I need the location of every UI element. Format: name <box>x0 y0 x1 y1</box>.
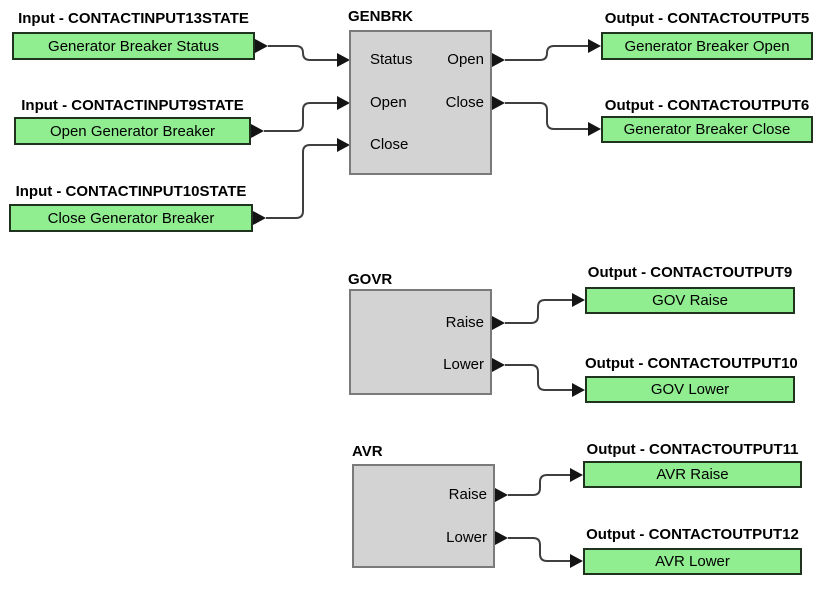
input-node-box[interactable]: Generator Breaker Status <box>12 32 255 60</box>
output-node-label: Generator Breaker Close <box>623 121 791 138</box>
input-node-label: Close Generator Breaker <box>47 209 215 227</box>
arrowhead-icon <box>492 96 505 110</box>
output-node-box[interactable]: Generator Breaker Close <box>601 116 813 143</box>
output-node-label: Generator Breaker Open <box>624 37 790 55</box>
arrowhead-icon <box>588 122 601 136</box>
input-node-title: Input - CONTACTINPUT13STATE <box>18 10 249 27</box>
input-node-title: Input - CONTACTINPUT10STATE <box>15 183 247 200</box>
arrowhead-icon <box>588 39 601 53</box>
output-node-label: AVR Raise <box>656 466 729 483</box>
port-label: Close <box>445 94 484 111</box>
output-node-box[interactable]: GOV Lower <box>585 376 795 403</box>
output-node-title: Output - CONTACTOUTPUT11 <box>586 441 799 458</box>
logic-block-govr[interactable]: Raise Lower <box>349 289 492 395</box>
arrowhead-icon <box>572 383 585 397</box>
output-node-label: GOV Lower <box>650 381 730 398</box>
block-title-genbrk: GENBRK <box>348 8 414 25</box>
port-label: Open <box>370 94 407 111</box>
output-node-title: Output - CONTACTOUTPUT12 <box>586 526 799 543</box>
arrowhead-icon <box>253 211 266 225</box>
output-node-box[interactable]: AVR Raise <box>583 461 802 488</box>
output-node-box[interactable]: AVR Lower <box>583 548 802 575</box>
arrowhead-icon <box>570 468 583 482</box>
input-node-box[interactable]: Close Generator Breaker <box>9 204 253 232</box>
output-node-box[interactable]: Generator Breaker Open <box>601 32 813 60</box>
wire[interactable] <box>508 474 570 496</box>
logic-block-avr[interactable]: Raise Lower <box>352 464 495 568</box>
wire[interactable] <box>505 45 588 61</box>
arrowhead-icon <box>570 554 583 568</box>
arrowhead-icon <box>495 488 508 502</box>
arrowhead-icon <box>337 96 350 110</box>
output-node-title: Output - CONTACTOUTPUT5 <box>604 10 810 27</box>
wire[interactable] <box>266 144 337 219</box>
input-node-title: Input - CONTACTINPUT9STATE <box>21 97 244 114</box>
arrowhead-icon <box>492 358 505 372</box>
wire[interactable] <box>505 364 572 391</box>
input-node-label: Open Generator Breaker <box>49 122 216 140</box>
arrowhead-icon <box>572 293 585 307</box>
arrowhead-icon <box>337 53 350 67</box>
block-title-avr: AVR <box>352 443 383 460</box>
output-node-title: Output - CONTACTOUTPUT9 <box>587 264 793 281</box>
block-title-govr: GOVR <box>348 271 393 288</box>
logic-block-genbrk[interactable]: Status Open Close Open Close <box>349 30 492 175</box>
arrowhead-icon <box>337 138 350 152</box>
arrowhead-icon <box>495 531 508 545</box>
input-node-box[interactable]: Open Generator Breaker <box>14 117 251 145</box>
arrowhead-icon <box>251 124 264 138</box>
port-label: Lower <box>443 356 484 373</box>
port-label: Lower <box>446 529 487 546</box>
port-label: Close <box>370 136 409 153</box>
output-node-box[interactable]: GOV Raise <box>585 287 795 314</box>
arrowhead-icon <box>492 316 505 330</box>
input-node-label: Generator Breaker Status <box>48 37 219 55</box>
port-label: Open <box>447 51 484 68</box>
output-node-label: AVR Lower <box>655 553 730 570</box>
wire[interactable] <box>505 102 588 130</box>
wire[interactable] <box>264 102 337 132</box>
output-node-label: GOV Raise <box>652 292 728 309</box>
wire[interactable] <box>268 45 337 61</box>
output-node-title: Output - CONTACTOUTPUT6 <box>604 97 810 114</box>
port-label: Raise <box>445 314 484 331</box>
arrowhead-icon <box>255 39 268 53</box>
output-node-title: Output - CONTACTOUTPUT10 <box>585 355 798 372</box>
port-label: Raise <box>448 486 487 503</box>
wire[interactable] <box>508 537 570 562</box>
arrowhead-icon <box>492 53 505 67</box>
port-label: Status <box>370 51 413 68</box>
wire[interactable] <box>505 299 572 324</box>
